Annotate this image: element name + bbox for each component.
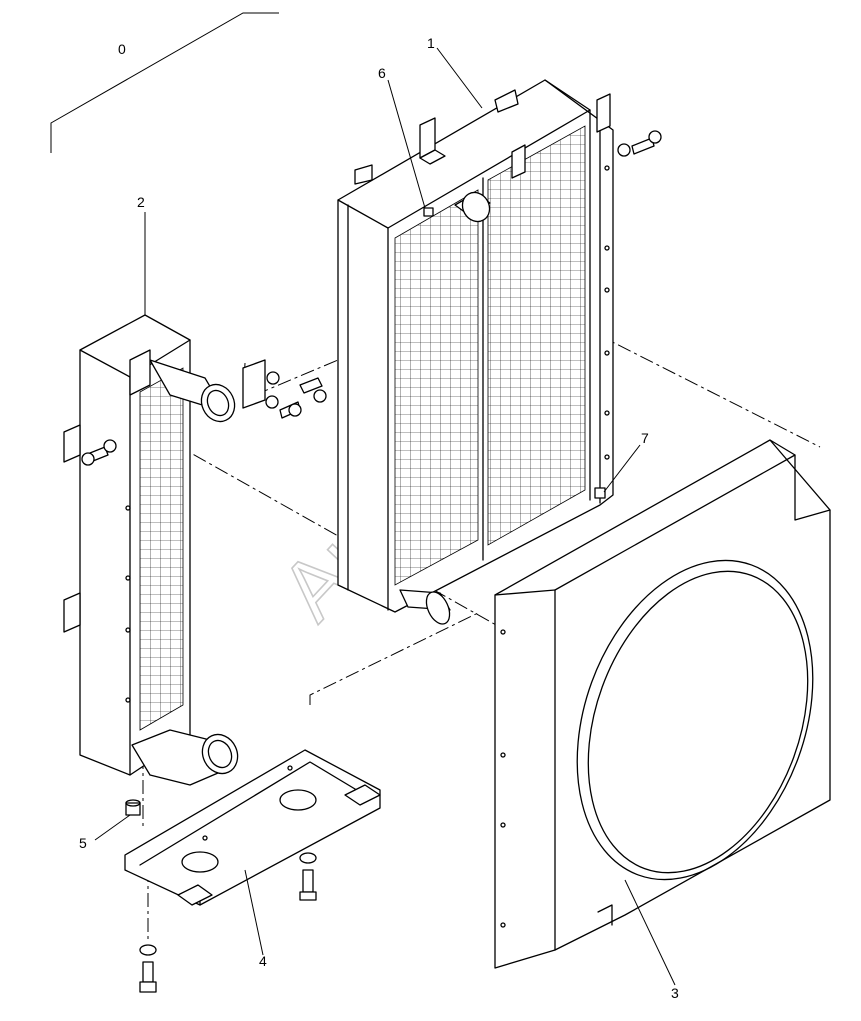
nut: [125, 799, 141, 816]
callout-6: 6: [378, 65, 386, 81]
intercooler: [63, 314, 239, 786]
lower-bolt-right: [299, 852, 317, 901]
callouts: 0 1 2 3 4 5 6 7: [79, 35, 679, 1001]
callout-5: 5: [79, 835, 87, 851]
fan-shroud: [494, 439, 831, 969]
callout-2: 2: [137, 194, 145, 210]
callout-3: 3: [671, 985, 679, 1001]
radiator: [337, 79, 614, 625]
leader-lines: [94, 47, 676, 986]
callout-1: 1: [427, 35, 435, 51]
assembly-bracket: [50, 12, 279, 153]
callout-0: 0: [118, 41, 126, 57]
radiator-side-bolts: [617, 130, 662, 157]
link-bracket-and-bolts: [242, 359, 327, 419]
base-bracket: [124, 749, 381, 906]
callout-4: 4: [259, 953, 267, 969]
intercooler-side-bolt: [81, 439, 117, 466]
lower-bolt-left: [139, 944, 157, 993]
callout-7: 7: [641, 430, 649, 446]
